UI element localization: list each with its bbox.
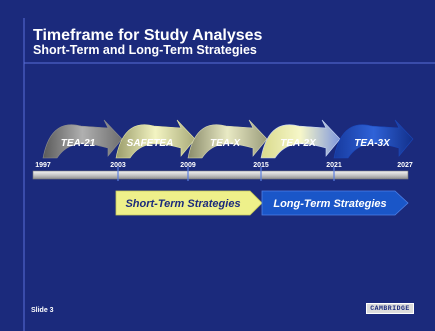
timeline-bar (32, 170, 409, 180)
long-term-arrow (261, 190, 409, 216)
era-arrow-tea2x (260, 119, 341, 159)
era-label-safetea: SAFETEA (127, 138, 174, 149)
year-label-2021: 2021 (326, 162, 342, 169)
short-term-arrow (115, 190, 263, 216)
era-label-teax: TEA-X (210, 138, 241, 149)
era-arrow-safetea (115, 119, 196, 159)
cambridge-logo: CAMBRIDGE (366, 303, 414, 314)
long-term-label: Long-Term Strategies (273, 198, 386, 210)
year-label-2003: 2003 (110, 162, 126, 169)
slide-title: Timeframe for Study Analyses (33, 27, 263, 44)
era-arrows (42, 119, 414, 159)
short-term-label: Short-Term Strategies (125, 198, 240, 210)
timeline-ticks (117, 167, 335, 181)
era-arrow-tea3x (333, 119, 414, 159)
year-label-1997: 1997 (35, 162, 51, 169)
era-arrow-tea21 (42, 119, 123, 159)
year-label-2015: 2015 (253, 162, 269, 169)
slide-subtitle: Short-Term and Long-Term Strategies (33, 43, 257, 57)
era-label-tea2x: TEA-2X (280, 138, 317, 149)
year-label-2009: 2009 (180, 162, 196, 169)
era-arrow-teax (187, 119, 268, 159)
era-label-tea3x: TEA-3X (354, 138, 391, 149)
slide-number: Slide 3 (31, 307, 54, 314)
year-label-2027: 2027 (397, 162, 413, 169)
era-label-tea21: TEA-21 (61, 138, 96, 149)
